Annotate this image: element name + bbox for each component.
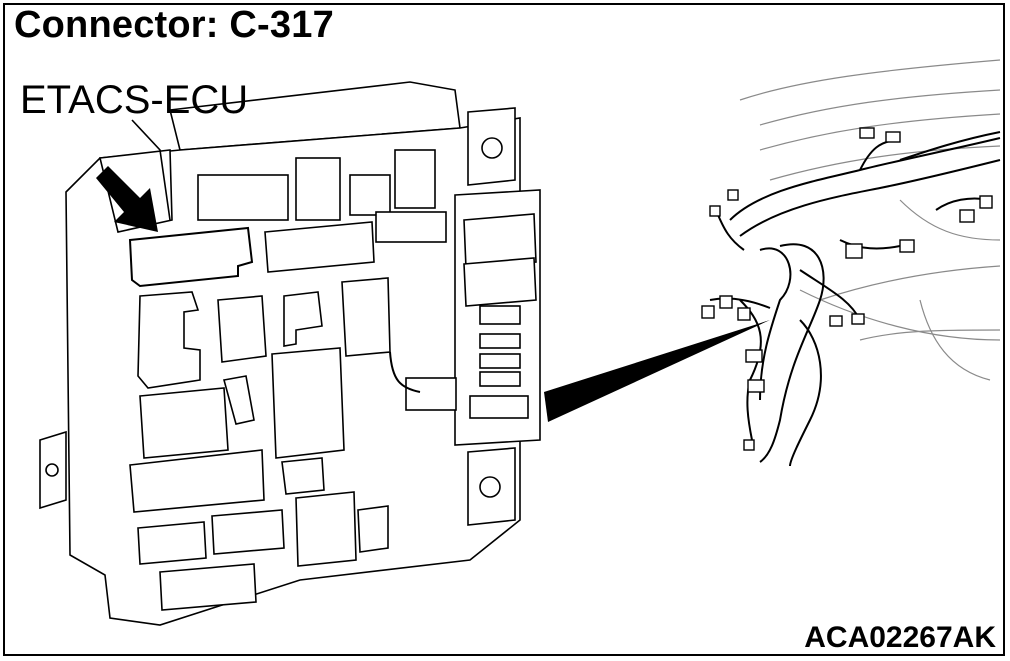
diagram-frame bbox=[3, 3, 1005, 656]
wiring-harness bbox=[709, 131, 1001, 467]
component-label: ETACS-ECU bbox=[20, 78, 249, 122]
page-title: Connector: C-317 bbox=[14, 4, 334, 46]
vehicle-dashboard bbox=[739, 59, 1001, 381]
harness-connectors bbox=[701, 127, 993, 451]
internal-wire bbox=[389, 351, 421, 393]
arrow-pointer-icon bbox=[96, 166, 158, 232]
location-wedge bbox=[544, 320, 770, 422]
ecu-connectors bbox=[128, 149, 537, 611]
connector-c-317 bbox=[128, 226, 254, 288]
figure-code: ACA02267AK bbox=[804, 621, 996, 654]
